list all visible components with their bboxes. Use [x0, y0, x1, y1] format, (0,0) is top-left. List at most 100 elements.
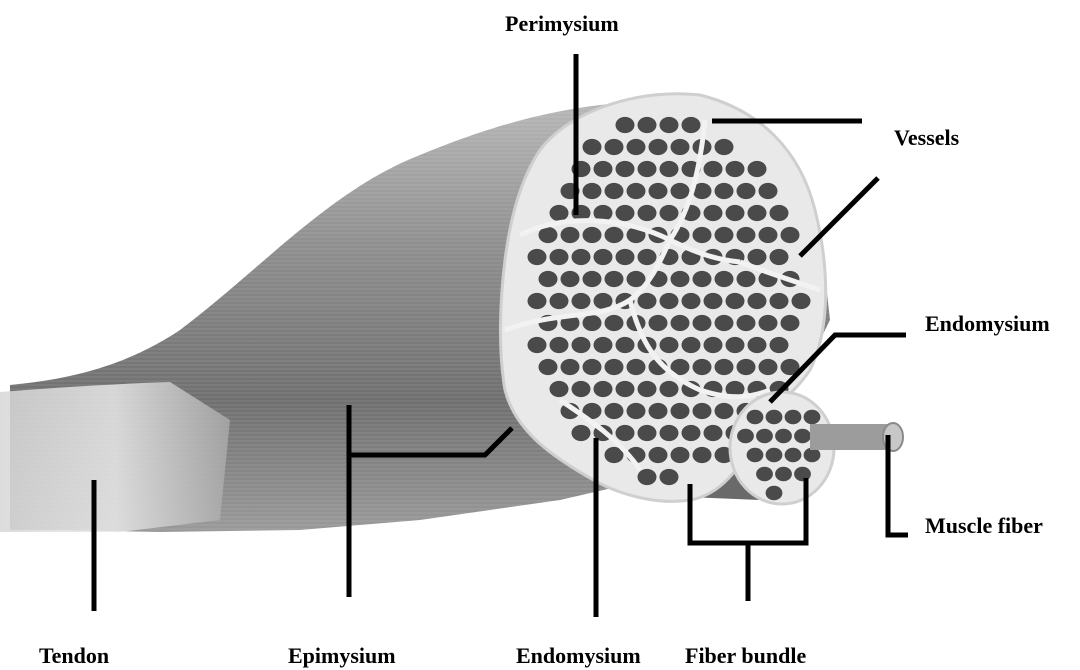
fiber-cell	[682, 293, 701, 309]
fiber-cell	[748, 293, 767, 309]
fiber-cell	[561, 227, 580, 243]
fiber-cell	[605, 359, 624, 375]
fiber-cell	[715, 227, 734, 243]
fiber-cell	[770, 337, 789, 353]
fiber-cell	[704, 161, 723, 177]
fiber-cell	[660, 337, 679, 353]
fiber-cell	[671, 183, 690, 199]
fiber-cell	[649, 183, 668, 199]
fiber-cell	[528, 249, 547, 265]
fiber-cell	[671, 447, 690, 463]
fiber-cell	[561, 271, 580, 287]
perimysium-label: Perimysium	[505, 13, 619, 35]
fiber-cell	[747, 448, 764, 462]
fiber-cell	[660, 161, 679, 177]
fiber-cell	[616, 117, 635, 133]
fiber-cell	[627, 359, 646, 375]
fiber-cell	[715, 271, 734, 287]
fiber-cell	[583, 271, 602, 287]
fiber-cell	[660, 425, 679, 441]
tendon-label: Tendon	[39, 645, 109, 667]
fiber-cell	[605, 183, 624, 199]
fiber-cell	[715, 359, 734, 375]
fiber-cell	[671, 403, 690, 419]
fiber-cell	[594, 381, 613, 397]
tendon-region	[0, 382, 230, 532]
fiber-cell	[627, 139, 646, 155]
fiber-cell	[785, 410, 802, 424]
fiber-cell	[792, 293, 811, 309]
fiber-cell	[671, 271, 690, 287]
fiber-cell	[693, 447, 712, 463]
fiber-cell	[616, 161, 635, 177]
fiber-cell	[715, 139, 734, 155]
fiber-cell	[737, 227, 756, 243]
fiber-cell	[748, 337, 767, 353]
fiber-cell	[605, 139, 624, 155]
fiber-cell	[737, 429, 754, 443]
fiber-cell	[671, 315, 690, 331]
fiber-cell	[770, 293, 789, 309]
fiber-bundle-label: Fiber bundle	[685, 645, 806, 667]
fiber-cell	[572, 337, 591, 353]
fiber-cell	[737, 359, 756, 375]
fiber-cell	[766, 410, 783, 424]
fiber-cell	[649, 447, 668, 463]
fiber-cell	[726, 293, 745, 309]
fiber-cell	[550, 337, 569, 353]
fiber-cell	[583, 227, 602, 243]
fiber-cell	[794, 429, 811, 443]
fiber-cell	[737, 315, 756, 331]
fiber-cell	[605, 271, 624, 287]
fiber-cell	[756, 429, 773, 443]
fiber-cell	[682, 425, 701, 441]
fiber-cell	[785, 448, 802, 462]
fiber-cell	[550, 293, 569, 309]
fiber-cell	[748, 205, 767, 221]
fiber-cell	[660, 117, 679, 133]
fiber-cell	[550, 381, 569, 397]
fiber-cell	[638, 161, 657, 177]
fiber-cell	[766, 486, 783, 500]
fiber-cell	[704, 293, 723, 309]
fiber-cell	[561, 359, 580, 375]
fiber-cell	[704, 337, 723, 353]
fiber-cell	[550, 205, 569, 221]
muscle-fiber-label: Muscle fiber	[925, 515, 1043, 537]
fiber-cell	[781, 315, 800, 331]
fiber-cell	[748, 249, 767, 265]
fiber-cell	[737, 183, 756, 199]
fiber-cell	[638, 425, 657, 441]
fiber-cell	[704, 425, 723, 441]
fiber-cell	[638, 293, 657, 309]
fiber-cell	[572, 293, 591, 309]
fiber-cell	[539, 359, 558, 375]
fiber-cell	[594, 337, 613, 353]
fiber-cell	[583, 139, 602, 155]
fiber-cell	[770, 249, 789, 265]
fiber-cell	[638, 117, 657, 133]
fiber-cell	[693, 271, 712, 287]
endomysium-bottom-label: Endomysium	[516, 645, 641, 667]
fiber-cell	[605, 403, 624, 419]
fiber-cell	[616, 205, 635, 221]
fiber-cell	[649, 139, 668, 155]
fiber-cell	[627, 183, 646, 199]
fiber-cell	[572, 381, 591, 397]
fiber-cell	[759, 227, 778, 243]
fiber-cell	[775, 429, 792, 443]
fiber-cell	[726, 161, 745, 177]
fiber-cell	[583, 359, 602, 375]
fiber-cell	[693, 315, 712, 331]
vessels-label: Vessels	[894, 127, 959, 149]
fiber-cell	[616, 337, 635, 353]
fiber-cell	[638, 205, 657, 221]
fiber-cell	[770, 205, 789, 221]
fiber-cell	[715, 315, 734, 331]
fiber-cell	[528, 293, 547, 309]
fiber-cell	[759, 359, 778, 375]
fiber-cell	[693, 403, 712, 419]
fiber-cell	[572, 249, 591, 265]
fiber-cell	[638, 469, 657, 485]
fiber-cell	[660, 469, 679, 485]
